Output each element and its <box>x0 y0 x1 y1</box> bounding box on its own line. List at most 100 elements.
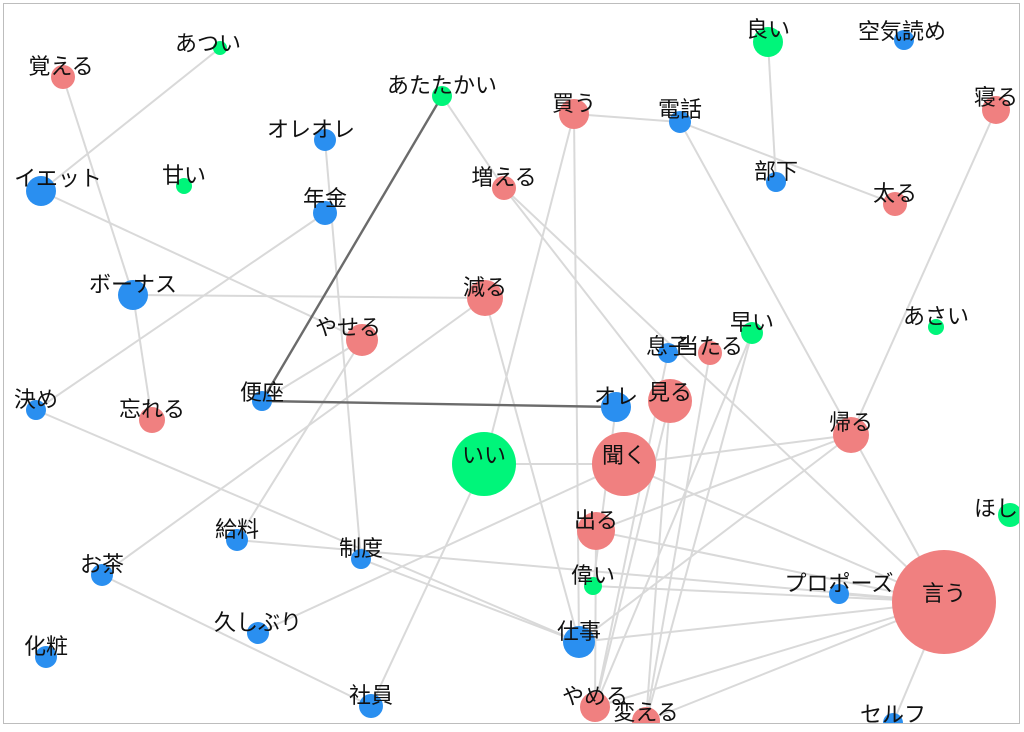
node-label-heru: 減る <box>463 276 507 301</box>
node-self[interactable] <box>883 713 903 723</box>
node-hoshii[interactable] <box>998 503 1019 527</box>
node-shain[interactable] <box>359 694 383 718</box>
node-yoi[interactable] <box>753 27 783 57</box>
edge-kau-shigoto <box>573 113 580 643</box>
highlighted-edge-benza-ore <box>261 399 617 409</box>
node-seido[interactable] <box>351 549 371 569</box>
node-ore[interactable] <box>601 392 631 422</box>
node-label-wasureru: 忘れる <box>119 398 185 423</box>
node-label-hayai: 早い <box>730 311 774 336</box>
node-atsui[interactable] <box>213 41 227 55</box>
node-futoru[interactable] <box>883 192 907 216</box>
node-label-kime: 決め <box>14 388 58 413</box>
nodes-layer <box>26 27 1019 723</box>
node-label-oboeru: 覚える <box>28 55 93 80</box>
node-label-self: セルフ <box>860 703 926 723</box>
node-label-ocha: お茶 <box>80 553 124 578</box>
edge-hayai-kaeru2 <box>645 332 753 722</box>
edge-miru-yameru <box>594 400 671 708</box>
node-ataru[interactable] <box>698 341 722 365</box>
node-wasureru[interactable] <box>139 407 165 433</box>
node-oreore[interactable] <box>314 129 336 151</box>
highlighted-edge-atatakai-benza <box>260 95 444 402</box>
node-label-bonus: ボーナス <box>89 273 177 298</box>
node-label-hoshii: ほし <box>974 497 1018 522</box>
edge-bonus-heru <box>132 294 486 299</box>
node-erai[interactable] <box>584 577 602 595</box>
labels-layer: あつい覚える良い空気読めあたたかい買う電話寝るオレオレイエット甘い増える部下太る… <box>14 18 1018 723</box>
node-label-neru: 寝る <box>974 86 1018 111</box>
node-label-kau: 買う <box>552 92 596 117</box>
edge-deru-yameru <box>594 530 597 708</box>
edge-neru-kaeru <box>850 109 997 436</box>
node-kiku[interactable] <box>592 432 656 496</box>
node-oboeru[interactable] <box>51 65 75 89</box>
node-amai[interactable] <box>176 178 192 194</box>
node-buka[interactable] <box>766 172 786 192</box>
edge-nenkin-kime <box>35 212 326 411</box>
node-label-yameru: やめる <box>562 685 628 710</box>
edge-fueru-iu <box>503 187 945 603</box>
node-label-buka: 部下 <box>754 160 798 185</box>
node-kuuki[interactable] <box>894 30 914 50</box>
node-yameru[interactable] <box>580 692 610 722</box>
node-bonus[interactable] <box>118 280 148 310</box>
node-yaseru[interactable] <box>346 324 378 356</box>
node-label-shain: 社員 <box>349 684 393 709</box>
node-asai[interactable] <box>928 319 944 335</box>
node-label-yaseru: やせる <box>315 316 381 341</box>
node-denwa[interactable] <box>669 111 691 133</box>
node-heru[interactable] <box>467 280 503 316</box>
node-atatakai[interactable] <box>432 86 452 106</box>
edge-kiku-kaeru <box>623 434 852 465</box>
node-musuko[interactable] <box>658 343 678 363</box>
node-kyuuryou[interactable] <box>226 529 248 551</box>
node-label-yoi: 良い <box>746 18 790 43</box>
node-label-hisashiburi: 久しぶり <box>214 611 302 636</box>
node-kaeru[interactable] <box>833 417 869 453</box>
edge-yoi-buka <box>767 41 777 183</box>
node-propose[interactable] <box>829 584 849 604</box>
edge-shigoto-iu <box>578 601 945 643</box>
node-neru[interactable] <box>982 96 1010 124</box>
node-deru[interactable] <box>577 512 615 550</box>
node-label-oreore: オレオレ <box>267 118 355 143</box>
node-fueru[interactable] <box>492 176 516 200</box>
node-hisashiburi[interactable] <box>247 622 269 644</box>
edge-denwa-futoru <box>679 121 896 205</box>
node-label-atatakai: あたたかい <box>387 74 497 99</box>
node-diet[interactable] <box>26 176 56 206</box>
node-iu[interactable] <box>892 550 996 654</box>
edge-kaeru-deru <box>595 434 852 532</box>
node-shigoto[interactable] <box>563 626 595 658</box>
node-label-propose: プロポーズ <box>785 572 894 597</box>
node-label-shigoto: 仕事 <box>557 620 601 645</box>
edge-erai-iu <box>592 585 945 603</box>
edge-miru-kaeru2 <box>645 400 671 722</box>
edge-kyuuryou-iu <box>236 539 945 603</box>
node-label-musuko: 息子 <box>646 335 690 360</box>
node-kaeru2[interactable] <box>632 707 660 723</box>
edge-yaseru-benza <box>261 339 363 402</box>
node-kau[interactable] <box>559 99 589 129</box>
node-nenkin[interactable] <box>313 201 337 225</box>
word-network-graph[interactable]: あつい覚える良い空気読めあたたかい買う電話寝るオレオレイエット甘い増える部下太る… <box>4 4 1019 723</box>
node-miru[interactable] <box>648 379 692 423</box>
node-label-ii: いい <box>462 444 506 469</box>
edge-kyuuryou-yaseru <box>236 339 363 541</box>
node-ii[interactable] <box>452 432 516 496</box>
edge-yameru-iu <box>594 601 945 708</box>
graph-canvas[interactable]: あつい覚える良い空気読めあたたかい買う電話寝るオレオレイエット甘い増える部下太る… <box>3 3 1020 724</box>
highlighted-path-layer <box>260 95 617 409</box>
node-hayai[interactable] <box>741 322 763 344</box>
node-kime[interactable] <box>26 400 46 420</box>
edge-bonus-wasureru <box>132 294 153 421</box>
node-label-deru: 出る <box>574 509 618 534</box>
edge-kime-shigoto <box>35 409 580 643</box>
edge-kiku-iu <box>623 463 945 603</box>
node-benza[interactable] <box>252 391 272 411</box>
edge-oboeru-bonus <box>62 76 134 296</box>
edge-deru-iu <box>595 530 945 603</box>
node-ocha[interactable] <box>91 564 113 586</box>
node-keshou[interactable] <box>35 646 57 668</box>
